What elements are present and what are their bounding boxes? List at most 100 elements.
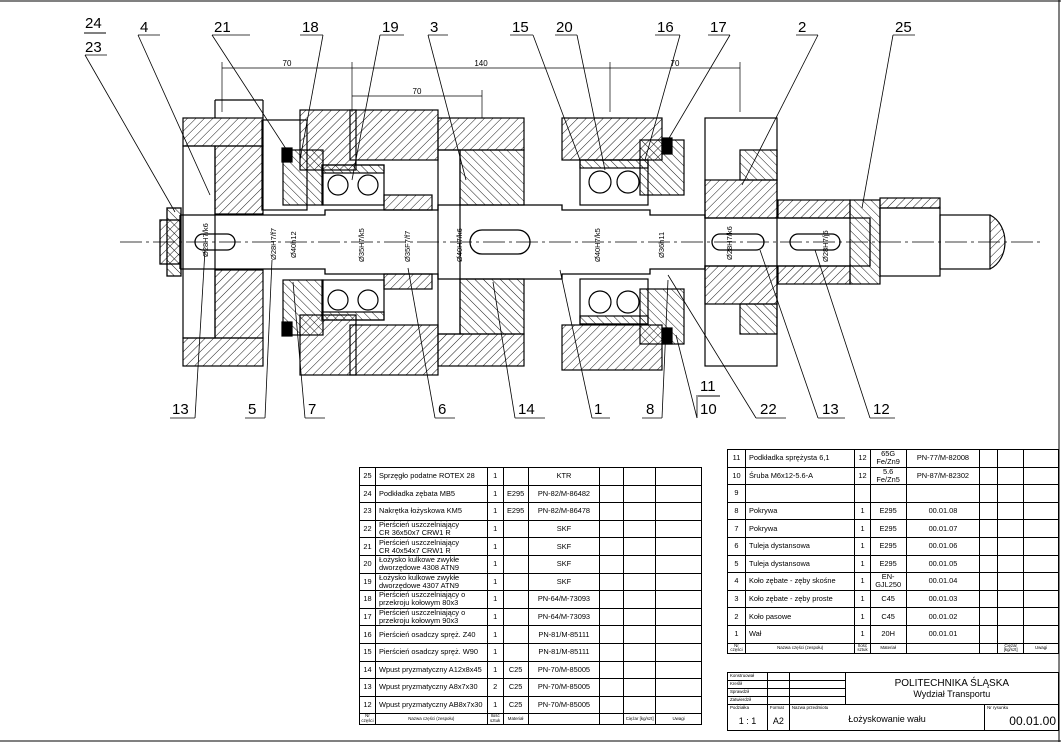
part-standard: 00.01.06 [905, 536, 981, 556]
part-standard: SKF [527, 519, 601, 539]
callout: 21 [214, 19, 231, 36]
part-empty [979, 536, 999, 556]
part-notes [1023, 607, 1059, 626]
cell-line: Pierścień uszczelniający [378, 520, 460, 530]
part-mass [997, 572, 1025, 591]
callout: 16 [657, 19, 674, 36]
spacer-sleeve [383, 194, 433, 290]
part-mass [997, 554, 1025, 574]
cell-line: Sprzęgło podatne ROTEX 28 [378, 471, 475, 481]
part-notes [1023, 466, 1059, 486]
part-empty [599, 484, 625, 504]
header-empty [979, 642, 999, 654]
housing-left [261, 109, 439, 376]
part-name: Koło pasowe [744, 607, 856, 626]
part-number: 2 [727, 607, 746, 626]
part-material: C45 [869, 589, 907, 609]
header-notes: Uwagi [1023, 642, 1059, 654]
cell-line: Wpust pryzmatyczny A8x7x30 [378, 682, 478, 692]
gear-helical [182, 99, 264, 367]
part-number: 22 [359, 519, 376, 539]
part-standard: PN-70/M-85005 [527, 660, 601, 680]
part-qty: 12 [854, 449, 871, 468]
header-name: Nazwa części (zespołu) [374, 713, 488, 725]
part-mass [997, 501, 1025, 521]
leaders-bottom [170, 249, 895, 419]
part-standard: 00.01.01 [905, 624, 981, 644]
callouts-top: 24 23 4 21 18 19 3 15 20 16 17 2 25 [84, 15, 912, 56]
part-name: Pokrywa [744, 501, 856, 521]
fit-labels: Ø28H7/k6 Ø28H7/f7 Ø40h12 Ø35H7/k5 Ø35F7/… [201, 223, 830, 262]
cell-line: 5.6 [883, 467, 894, 476]
gear-spur [437, 117, 525, 367]
part-name [744, 484, 856, 503]
part-notes [1023, 554, 1059, 574]
cell-line: CR 40x54x7 CRW1 R [378, 545, 451, 555]
format-label: Format [769, 705, 784, 710]
part-qty: 1 [486, 484, 504, 504]
part-empty [979, 607, 999, 626]
cell-line: 20H [881, 629, 895, 639]
part-mass [623, 678, 657, 697]
part-notes [1023, 572, 1059, 591]
part-number: 15 [359, 642, 376, 662]
callout: 23 [85, 39, 102, 56]
part-mass [623, 642, 657, 662]
coupling [777, 197, 1006, 285]
part-standard: PN-64/M-73093 [527, 607, 601, 627]
part-empty [599, 678, 625, 697]
part-empty [979, 449, 999, 468]
part-standard: PN-64/M-73093 [527, 590, 601, 609]
part-standard: 00.01.02 [905, 607, 981, 626]
part-empty [599, 467, 625, 486]
dim-70-inner: 70 [413, 87, 422, 96]
callout: 6 [438, 401, 446, 418]
part-notes [655, 484, 702, 504]
housing-right [561, 117, 685, 371]
part-standard: 00.01.08 [905, 501, 981, 521]
part-empty [979, 589, 999, 609]
part-standard: SKF [527, 572, 601, 592]
part-empty [599, 502, 625, 521]
part-number: 23 [359, 502, 376, 521]
part-mass [997, 536, 1025, 556]
part-name: Wpust pryzmatyczny AB8x7x30 [374, 695, 488, 715]
part-mass [623, 695, 657, 715]
part-name: Sprzęgło podatne ROTEX 28 [374, 467, 488, 486]
part-notes [655, 660, 702, 680]
part-notes [655, 467, 702, 486]
cell-line: CR 36x50x7 CRW1 R [378, 528, 451, 538]
part-empty [599, 572, 625, 592]
part-empty [979, 624, 999, 644]
part-mass [623, 537, 657, 556]
dim-70-right: 70 [671, 59, 680, 68]
part-number: 7 [727, 519, 746, 538]
part-empty [979, 519, 999, 538]
part-notes [655, 519, 702, 539]
institution: POLITECHNIKA ŚLĄSKA [894, 678, 1010, 689]
cell-line: Pierścień uszczelniający o [378, 590, 466, 600]
dim-70-left: 70 [283, 59, 292, 68]
part-material: E295 [869, 501, 907, 521]
callout: 25 [895, 19, 912, 36]
part-number: 9 [727, 484, 746, 503]
part-name: Podkładka zębata MB5 [374, 484, 488, 504]
part-number: 8 [727, 501, 746, 521]
part-qty: 1 [486, 502, 504, 521]
part-number: 16 [359, 625, 376, 644]
fit-label: Ø35F7/f7 [403, 231, 412, 262]
part-empty [979, 572, 999, 591]
part-standard: SKF [527, 554, 601, 574]
callout: 13 [822, 401, 839, 418]
cell-line: E295 [879, 558, 897, 568]
part-qty: 1 [854, 501, 871, 521]
